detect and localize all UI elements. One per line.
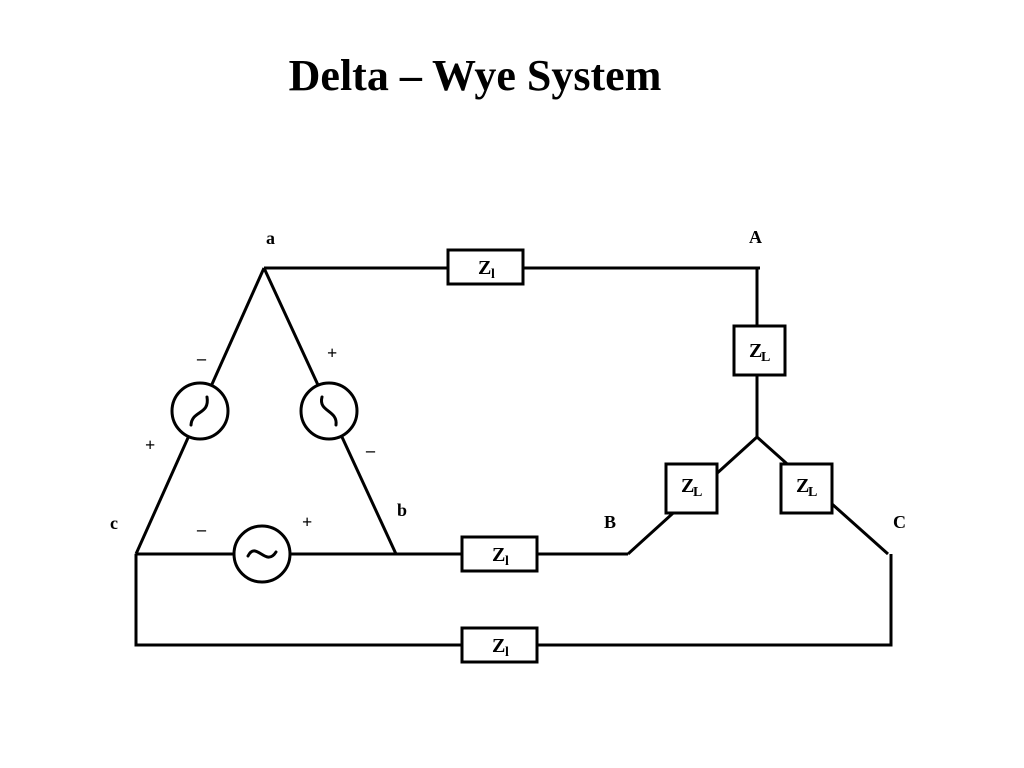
node-label-b: b <box>397 500 407 520</box>
polarity-plus-ab-top: + <box>327 343 337 363</box>
svg-text:l: l <box>491 267 495 282</box>
load-impedance-B: Z L <box>664 462 719 515</box>
svg-text:L: L <box>693 485 702 500</box>
page-title: Delta – Wye System <box>288 51 662 100</box>
load-impedance-C: Z L <box>779 462 834 515</box>
polarity-plus-cb-right: + <box>302 512 312 532</box>
node-label-c: c <box>110 513 118 533</box>
node-label-B: B <box>604 512 616 532</box>
node-label-a: a <box>266 228 275 248</box>
svg-text:Z: Z <box>492 635 505 657</box>
line-impedance-bottom: Z l <box>460 626 539 664</box>
svg-text:l: l <box>505 554 509 569</box>
svg-text:Z: Z <box>478 257 491 279</box>
svg-text:L: L <box>808 485 817 500</box>
svg-text:L: L <box>761 350 770 365</box>
voltage-source-ac <box>170 381 230 441</box>
polarity-minus-cb-left: – <box>196 519 207 539</box>
polarity-plus-ac-bottom: + <box>145 435 155 455</box>
node-label-A: A <box>749 227 762 247</box>
svg-text:Z: Z <box>796 475 809 497</box>
svg-text:Z: Z <box>681 475 694 497</box>
svg-text:l: l <box>505 645 509 660</box>
node-label-C: C <box>893 512 906 532</box>
line-impedance-middle: Z l <box>460 535 539 573</box>
line-impedance-top: Z l <box>446 248 525 286</box>
voltage-source-cb <box>232 524 292 584</box>
svg-text:Z: Z <box>492 544 505 566</box>
polarity-minus-ac-top: – <box>196 348 207 368</box>
load-impedance-A: Z L <box>732 324 787 377</box>
svg-text:Z: Z <box>749 340 762 362</box>
voltage-source-ab <box>299 381 359 441</box>
polarity-minus-ab-bottom: – <box>365 440 376 460</box>
